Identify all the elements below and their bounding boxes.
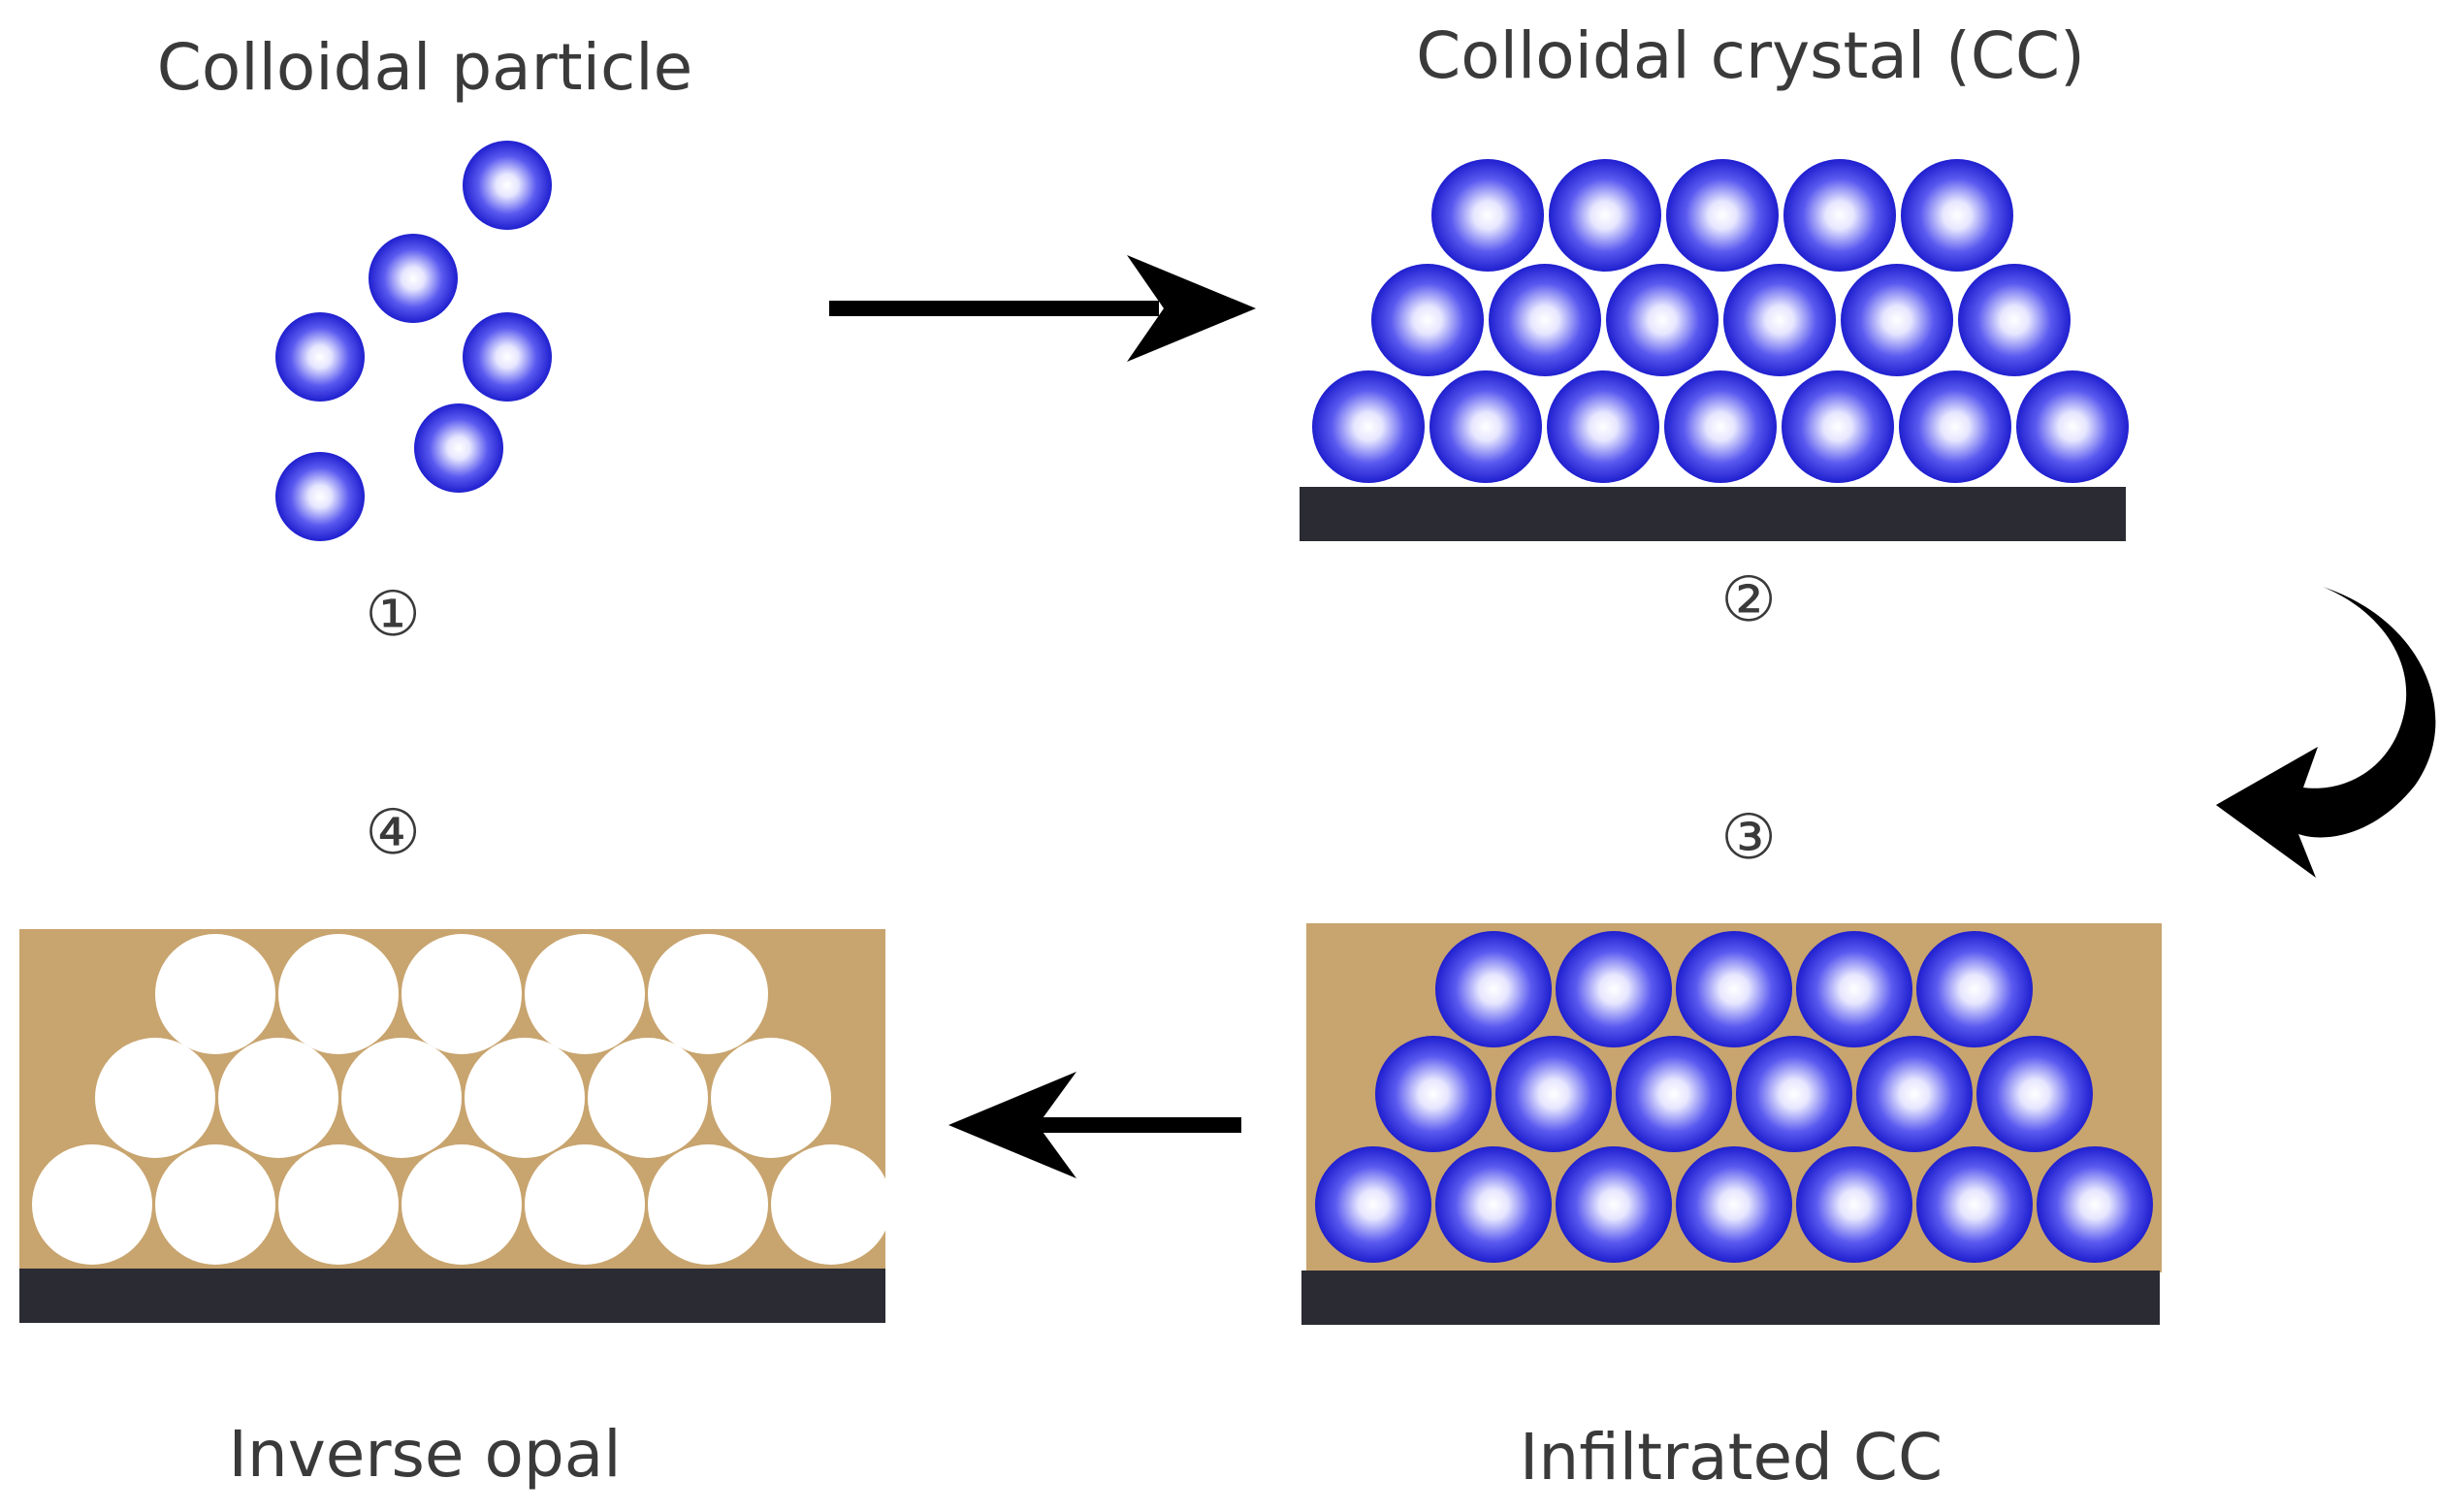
void-sphere	[278, 1144, 399, 1265]
crystal-sphere	[1371, 264, 1484, 376]
crystal-sphere	[1783, 159, 1896, 272]
infiltrated-sphere	[1375, 1036, 1492, 1152]
step-3-label: Infiltrated CC	[1520, 1420, 1943, 1495]
infiltrated-sphere	[1796, 1146, 1912, 1263]
infiltrated-sphere	[1676, 1146, 1792, 1263]
crystal-sphere	[1547, 370, 1659, 483]
void-sphere	[465, 1038, 585, 1158]
infiltrated-sphere	[1315, 1146, 1431, 1263]
void-sphere	[155, 1144, 275, 1265]
void-sphere	[588, 1038, 708, 1158]
infiltrated-sphere	[1495, 1036, 1612, 1152]
crystal-sphere	[2016, 370, 2129, 483]
void-sphere	[401, 1144, 522, 1265]
void-sphere	[218, 1038, 338, 1158]
crystal-sphere	[1489, 264, 1601, 376]
void-sphere	[32, 1144, 152, 1265]
infiltrated-sphere	[1916, 1146, 2033, 1263]
colloidal-particle	[414, 403, 503, 493]
infiltrated-sphere	[1676, 931, 1792, 1047]
colloidal-crystal-spheres	[1312, 159, 2129, 483]
step-4-label: Inverse opal	[228, 1417, 621, 1492]
void-sphere	[95, 1038, 215, 1158]
colloidal-particle	[463, 312, 552, 402]
infiltrated-sphere	[2037, 1146, 2153, 1263]
crystal-sphere	[1841, 264, 1953, 376]
step-3-number: ③	[1720, 802, 1776, 874]
colloidal-particle	[275, 452, 365, 541]
void-sphere	[771, 1144, 891, 1265]
step-4-group: ④ Inverse opal	[19, 797, 891, 1492]
void-sphere	[525, 934, 645, 1054]
step-4-number: ④	[365, 797, 420, 869]
infiltrated-sphere	[1856, 1036, 1973, 1152]
step-2-group: Colloidal crystal (CC) ②	[1300, 18, 2129, 636]
crystal-sphere	[1899, 370, 2011, 483]
step-1-group: Colloidal particle ①	[157, 30, 692, 651]
inverse-opal-voids	[32, 934, 891, 1265]
crystal-sphere	[1901, 159, 2013, 272]
step-2-label: Colloidal crystal (CC)	[1416, 18, 2085, 93]
colloidal-particle	[369, 234, 458, 323]
substrate-3	[1301, 1271, 2160, 1325]
step-1-label: Colloidal particle	[157, 30, 692, 105]
crystal-sphere	[1782, 370, 1894, 483]
infiltrated-sphere	[1556, 931, 1672, 1047]
arrow-right-icon	[829, 255, 1256, 362]
void-sphere	[401, 934, 522, 1054]
void-sphere	[648, 1144, 768, 1265]
crystal-sphere	[1549, 159, 1661, 272]
infiltrated-sphere	[1616, 1036, 1732, 1152]
void-sphere	[711, 1038, 831, 1158]
infiltrated-sphere	[1736, 1036, 1852, 1152]
crystal-sphere	[1431, 159, 1544, 272]
curved-arrow-icon	[2216, 587, 2436, 878]
step-2-number: ②	[1720, 564, 1776, 636]
crystal-sphere	[1666, 159, 1779, 272]
void-sphere	[155, 934, 275, 1054]
arrow-left-icon	[948, 1072, 1241, 1178]
infiltrated-sphere	[1435, 1146, 1552, 1263]
void-sphere	[278, 934, 399, 1054]
crystal-sphere	[1723, 264, 1836, 376]
crystal-sphere	[1312, 370, 1425, 483]
crystal-sphere	[1958, 264, 2071, 376]
void-sphere	[525, 1144, 645, 1265]
loose-particles	[275, 141, 552, 541]
void-sphere	[648, 934, 768, 1054]
infiltrated-sphere	[1435, 931, 1552, 1047]
void-sphere	[341, 1038, 462, 1158]
infiltrated-sphere	[1556, 1146, 1672, 1263]
step-3-group: ③ Infiltrated CC	[1301, 802, 2162, 1495]
colloidal-particle	[275, 312, 365, 402]
crystal-sphere	[1606, 264, 1718, 376]
substrate-2	[1300, 487, 2126, 541]
step-1-number: ①	[365, 579, 420, 651]
substrate-4	[19, 1269, 885, 1323]
infiltrated-sphere	[1796, 931, 1912, 1047]
crystal-sphere	[1664, 370, 1777, 483]
infiltrated-sphere	[1916, 931, 2033, 1047]
crystal-sphere	[1429, 370, 1542, 483]
infiltrated-crystal-spheres	[1315, 931, 2153, 1263]
infiltrated-sphere	[1976, 1036, 2093, 1152]
colloidal-particle	[463, 141, 552, 230]
